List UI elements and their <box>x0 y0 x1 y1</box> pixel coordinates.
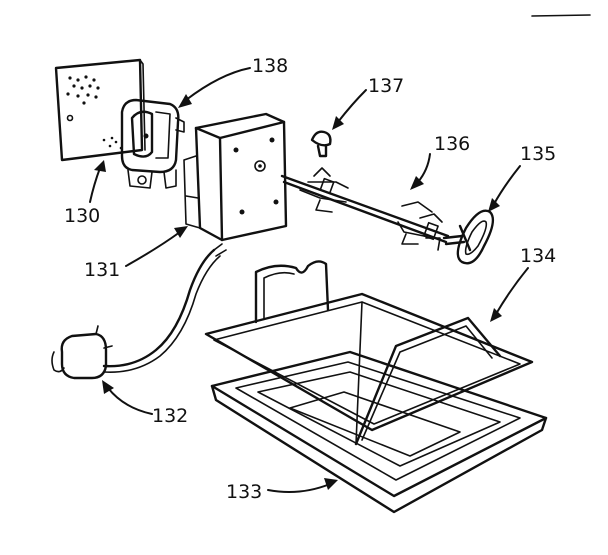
callout-135: 135 <box>520 143 556 165</box>
part-132-power-cord <box>51 243 227 380</box>
callout-134: 134 <box>520 245 556 267</box>
callout-133: 133 <box>226 481 262 503</box>
part-135-handle <box>442 209 495 265</box>
part-133-drip-pan <box>210 350 548 514</box>
callout-132: 132 <box>152 405 188 427</box>
callout-130: 130 <box>64 205 100 227</box>
part-136-spit-rod <box>280 167 450 251</box>
part-130-bracket-plate <box>54 58 146 162</box>
scan-mark <box>531 14 591 17</box>
part-134-wire-rack <box>204 260 534 446</box>
callout-138: 138 <box>252 55 288 77</box>
callout-131: 131 <box>84 259 120 281</box>
part-138-motor <box>120 98 185 189</box>
callout-136: 136 <box>434 133 470 155</box>
part-131-housing <box>183 112 288 242</box>
callout-137: 137 <box>368 75 404 97</box>
part-137-knob <box>310 130 332 158</box>
leader-lines <box>89 67 529 493</box>
